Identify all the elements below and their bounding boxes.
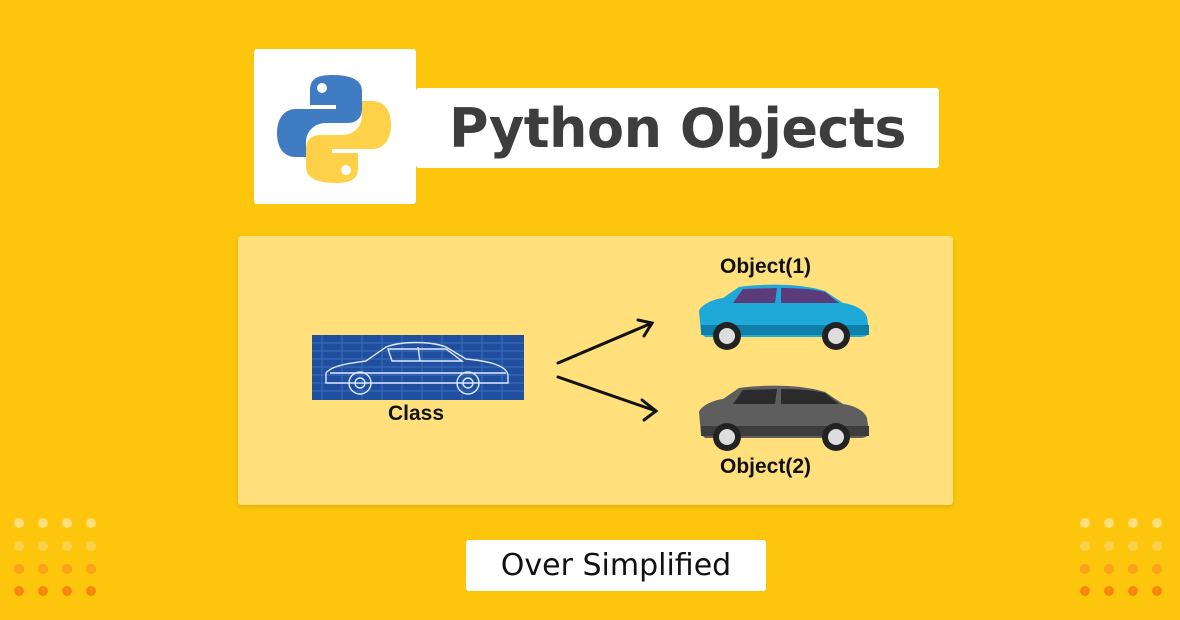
object-2-label: Object(2) bbox=[720, 455, 812, 478]
page-title: Python Objects bbox=[448, 96, 907, 160]
decorative-dots-right bbox=[1080, 518, 1162, 596]
object-1-label: Object(1) bbox=[720, 255, 812, 278]
python-logo-icon bbox=[277, 75, 391, 183]
footer-caption: Over Simplified bbox=[500, 548, 732, 583]
class-object-diagram: Class Object(1) Object(2) bbox=[238, 236, 953, 505]
class-blueprint-image bbox=[312, 335, 524, 400]
footer-card: Over Simplified bbox=[466, 540, 766, 591]
logo-card bbox=[254, 49, 416, 204]
object-2-car-image bbox=[699, 385, 869, 451]
object-1-car-image bbox=[699, 284, 869, 350]
class-label: Class bbox=[388, 402, 445, 425]
decorative-dots-left bbox=[14, 518, 96, 596]
title-card: Python Objects bbox=[416, 88, 939, 168]
diagram-arrows bbox=[556, 318, 659, 422]
